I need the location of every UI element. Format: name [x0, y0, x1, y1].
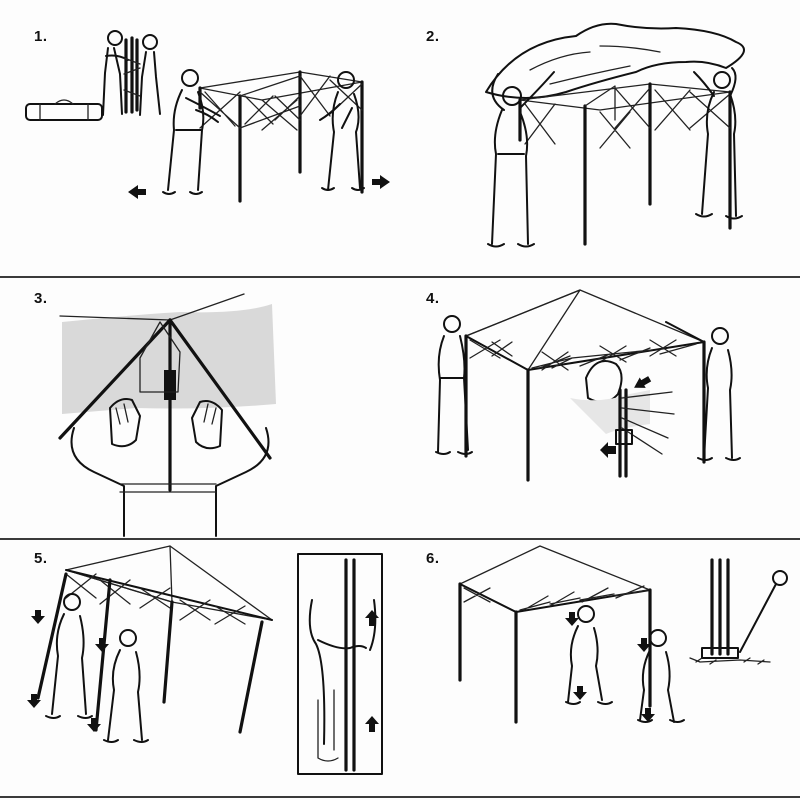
raising-legs-icon [27, 545, 273, 743]
frame-expanding-icon [162, 69, 365, 203]
divider-row-1 [0, 276, 800, 278]
step-3-illustration [58, 293, 276, 537]
finished-tent-icon [458, 545, 685, 724]
step-3-panel: 3. [0, 278, 400, 538]
people-carrying-frame-icon [102, 30, 161, 116]
leg-extension-detail-icon [297, 553, 383, 775]
divider-bottom [0, 796, 800, 798]
hands-fastening-velcro-icon [58, 293, 272, 537]
step-6-panel: 6. [400, 540, 800, 796]
step-2-panel: 2. [400, 0, 800, 276]
canopy-frame-icon [435, 289, 741, 482]
step-6-number: 6. [426, 550, 440, 567]
step-4-illustration [435, 289, 741, 482]
step-2-number: 2. [426, 28, 440, 45]
frame-icon [518, 82, 732, 246]
step-5-illustration [27, 545, 383, 775]
step-2-illustration [485, 22, 745, 248]
step-4-number: 4. [426, 290, 440, 307]
step-6-illustration [458, 545, 788, 724]
arrow-right-icon [372, 175, 390, 189]
step-1-illustration [25, 30, 390, 203]
step-1-number: 1. [34, 28, 48, 45]
step-3-number: 3. [34, 290, 48, 307]
step-1-panel: 1. [0, 0, 400, 276]
step-5-number: 5. [34, 550, 48, 567]
arrow-left-icon [128, 185, 146, 199]
ground-stake-detail-icon [689, 558, 788, 665]
step-4-panel: 4. [400, 278, 800, 538]
step-5-panel: 5. [0, 540, 400, 796]
slider-lock-detail-icon [570, 360, 675, 478]
divider-row-2 [0, 538, 800, 540]
carry-bag-icon [25, 99, 103, 121]
people-draping-cover-icon [487, 67, 743, 248]
canopy-cover-icon [485, 22, 745, 99]
